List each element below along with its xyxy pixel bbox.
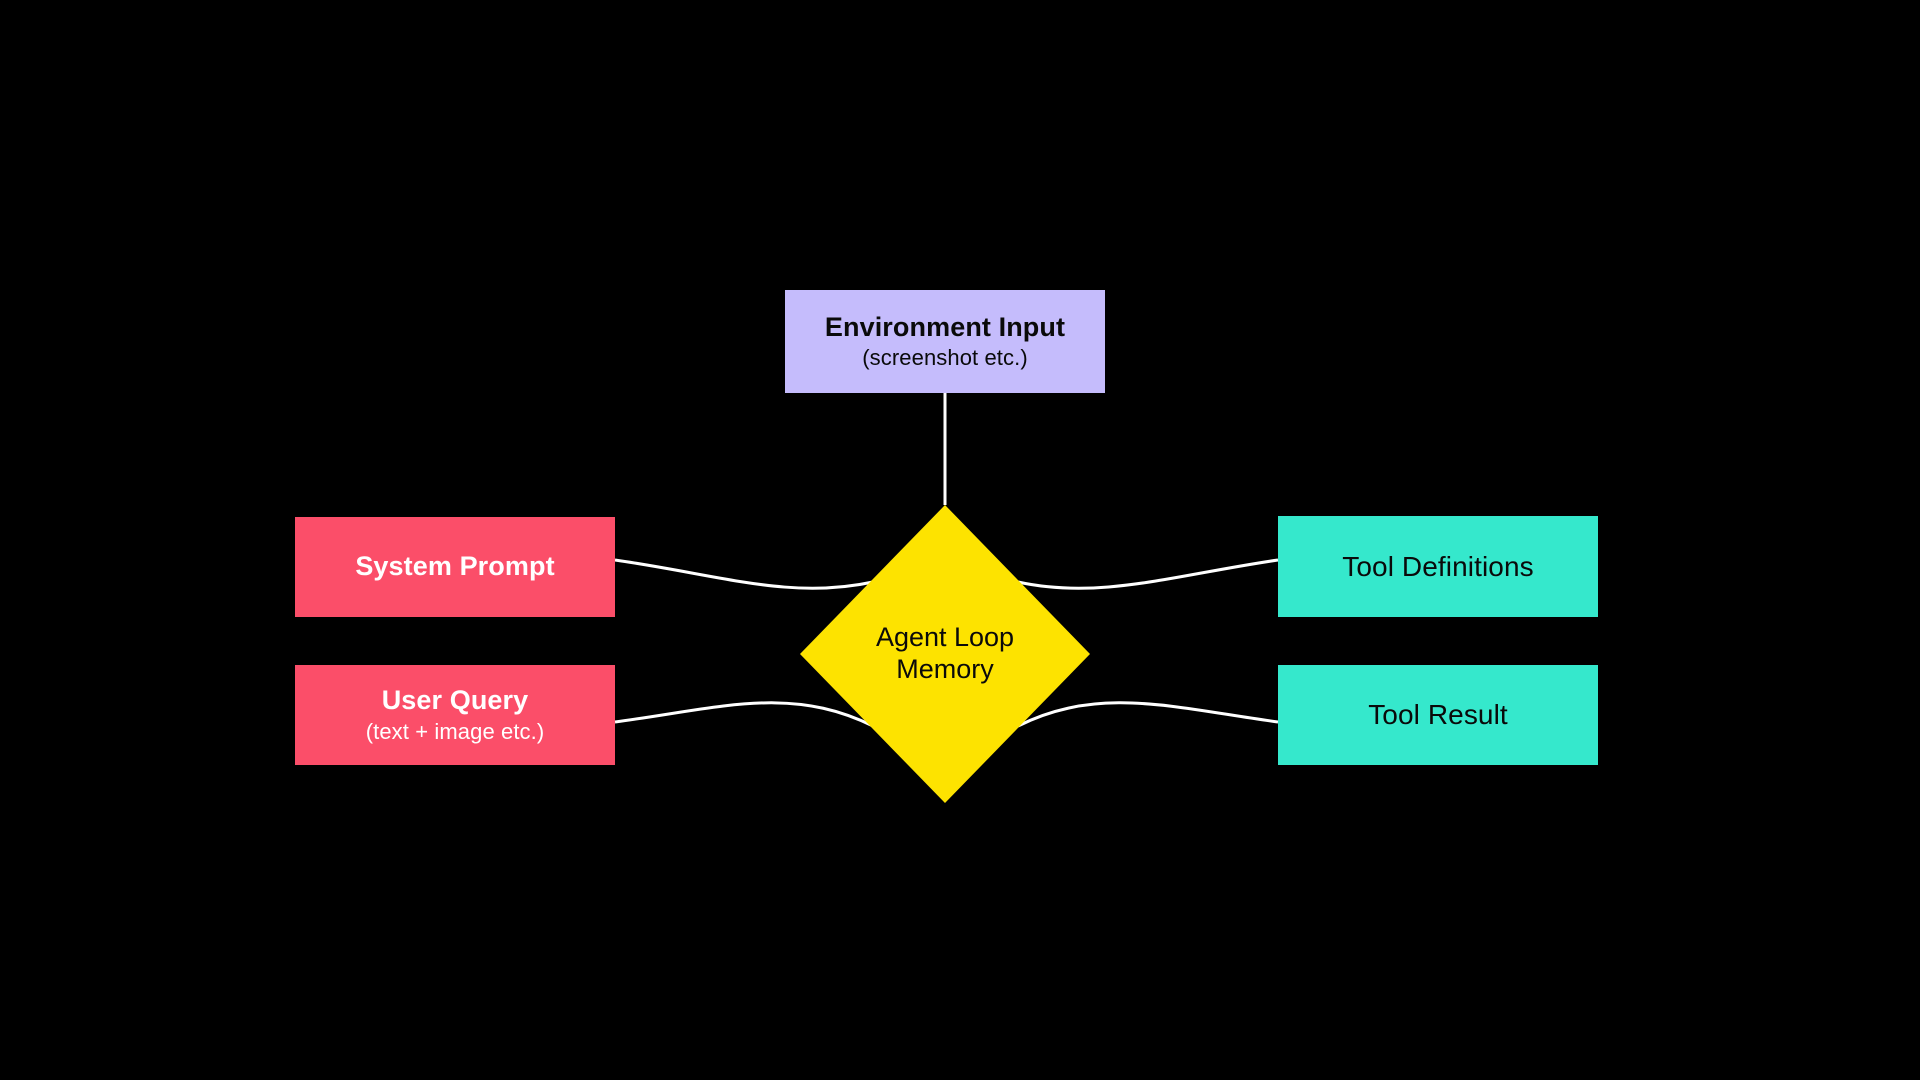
- node-user-query-title: User Query: [381, 685, 529, 716]
- node-environment-input-subtitle: (screenshot etc.): [862, 345, 1028, 371]
- node-environment-input[interactable]: Environment Input (screenshot etc.): [785, 290, 1105, 393]
- node-system-prompt-title: System Prompt: [355, 551, 555, 582]
- node-tool-result-title: Tool Result: [1368, 699, 1508, 731]
- node-system-prompt[interactable]: System Prompt: [295, 517, 615, 617]
- node-user-query-subtitle: (text + image etc.): [365, 718, 545, 744]
- node-environment-input-title: Environment Input: [824, 311, 1066, 342]
- node-tool-definitions-title: Tool Definitions: [1342, 550, 1534, 582]
- node-agent-loop-memory-line2: Memory: [896, 654, 994, 684]
- node-tool-result[interactable]: Tool Result: [1278, 665, 1598, 765]
- node-agent-loop-memory-line1: Agent Loop: [875, 622, 1015, 653]
- node-tool-definitions[interactable]: Tool Definitions: [1278, 516, 1598, 617]
- node-agent-loop-memory[interactable]: Agent Loop Memory: [800, 505, 1090, 803]
- node-user-query[interactable]: User Query (text + image etc.): [295, 665, 615, 765]
